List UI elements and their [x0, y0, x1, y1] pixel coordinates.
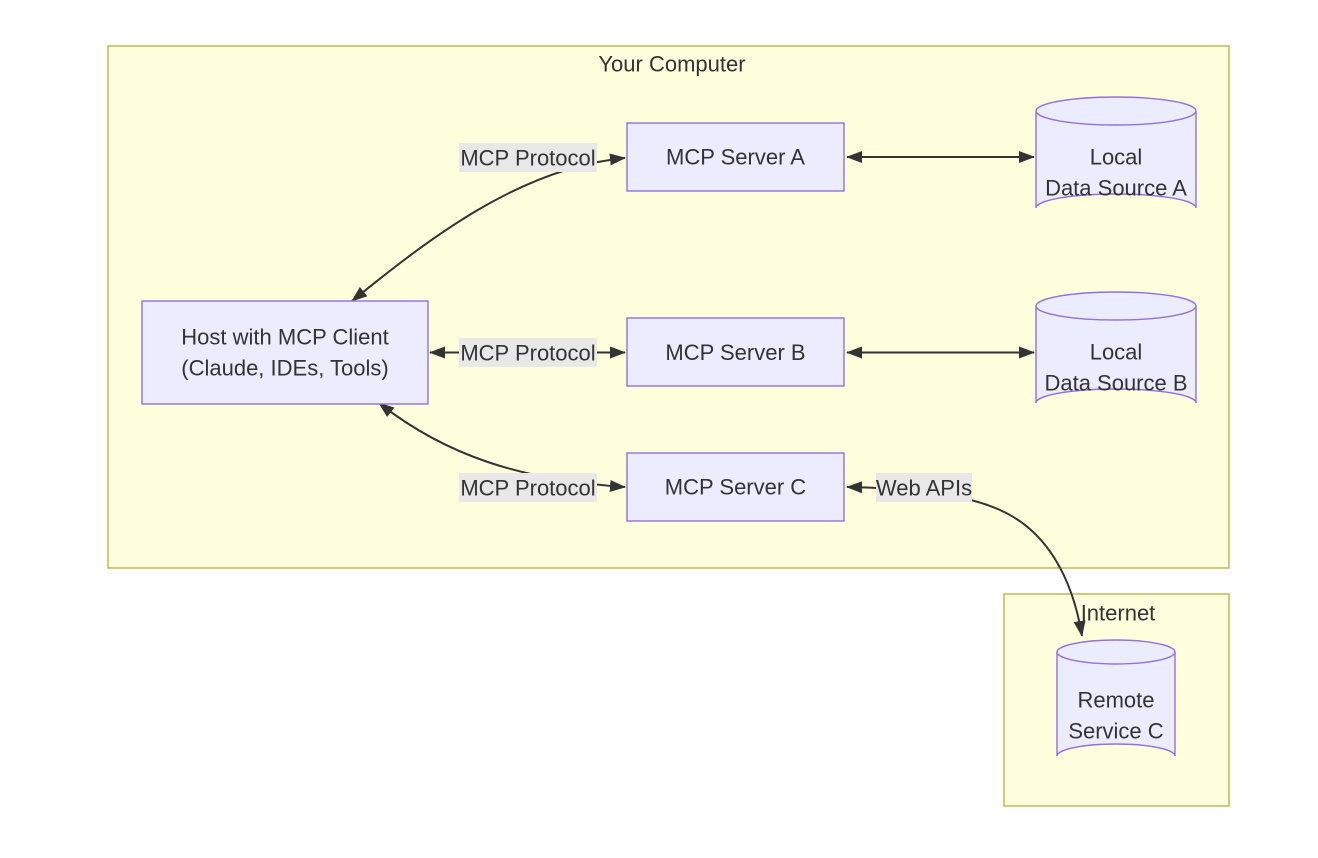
- edge-label-bg: [459, 473, 597, 502]
- data-a-label-line1: Local: [1090, 145, 1143, 170]
- mcp-server-a-rect: [626, 122, 845, 192]
- mcp-server-c-rect: [626, 452, 845, 522]
- local-data-source-a-cylinder: Local Data Source A: [1035, 96, 1197, 209]
- mcp-server-b-rect: [626, 317, 845, 387]
- edge-label-text: Web APIs: [876, 476, 972, 501]
- data-b-label-line1: Local: [1090, 340, 1143, 365]
- host-node: Host with MCP Client (Claude, IDEs, Tool…: [141, 300, 429, 405]
- mcp-server-c-node: MCP Server C: [626, 452, 845, 522]
- edge-label-mcp-protocol-a: MCP Protocol: [459, 143, 597, 172]
- edge-labels-layer: MCP Protocol MCP Protocol MCP Protocol W…: [459, 143, 972, 502]
- edge-label-text: MCP Protocol: [460, 146, 595, 171]
- remote-c-label-line1: Remote: [1077, 688, 1154, 713]
- cylinder-top: [1035, 96, 1197, 126]
- host-rect: [141, 300, 429, 405]
- data-a-label-line2: Data Source A: [1045, 176, 1187, 201]
- edge-label-bg: [459, 338, 597, 367]
- remote-service-c-cylinder: Remote Service C: [1056, 639, 1176, 757]
- edge-label-bg: [876, 473, 972, 502]
- edge-label-text: MCP Protocol: [460, 341, 595, 366]
- cylinder-body: [1035, 306, 1197, 404]
- mcp-server-a-node: MCP Server A: [626, 122, 845, 192]
- local-data-source-b-cylinder: Local Data Source B: [1035, 291, 1197, 404]
- mcp-server-c-label: MCP Server C: [665, 475, 807, 500]
- data-b-label-line2: Data Source B: [1044, 371, 1187, 396]
- internet-title: Internet: [1081, 601, 1156, 626]
- mcp-server-a-label: MCP Server A: [666, 145, 805, 170]
- cylinder-body: [1056, 652, 1176, 757]
- cylinder-top: [1035, 291, 1197, 321]
- edge-label-mcp-protocol-b: MCP Protocol: [459, 338, 597, 367]
- remote-c-label-line2: Service C: [1068, 719, 1163, 744]
- edge-label-bg: [459, 143, 597, 172]
- edge-label-web-apis: Web APIs: [876, 473, 972, 502]
- your-computer-title: Your Computer: [598, 52, 745, 77]
- mcp-server-b-label: MCP Server B: [665, 340, 805, 365]
- edge-label-text: MCP Protocol: [460, 476, 595, 501]
- host-label-line2: (Claude, IDEs, Tools): [181, 356, 388, 381]
- host-label-line1: Host with MCP Client: [181, 325, 388, 350]
- cylinder-top: [1056, 639, 1176, 665]
- mcp-server-b-node: MCP Server B: [626, 317, 845, 387]
- edge-label-mcp-protocol-c: MCP Protocol: [459, 473, 597, 502]
- cylinder-body: [1035, 111, 1197, 209]
